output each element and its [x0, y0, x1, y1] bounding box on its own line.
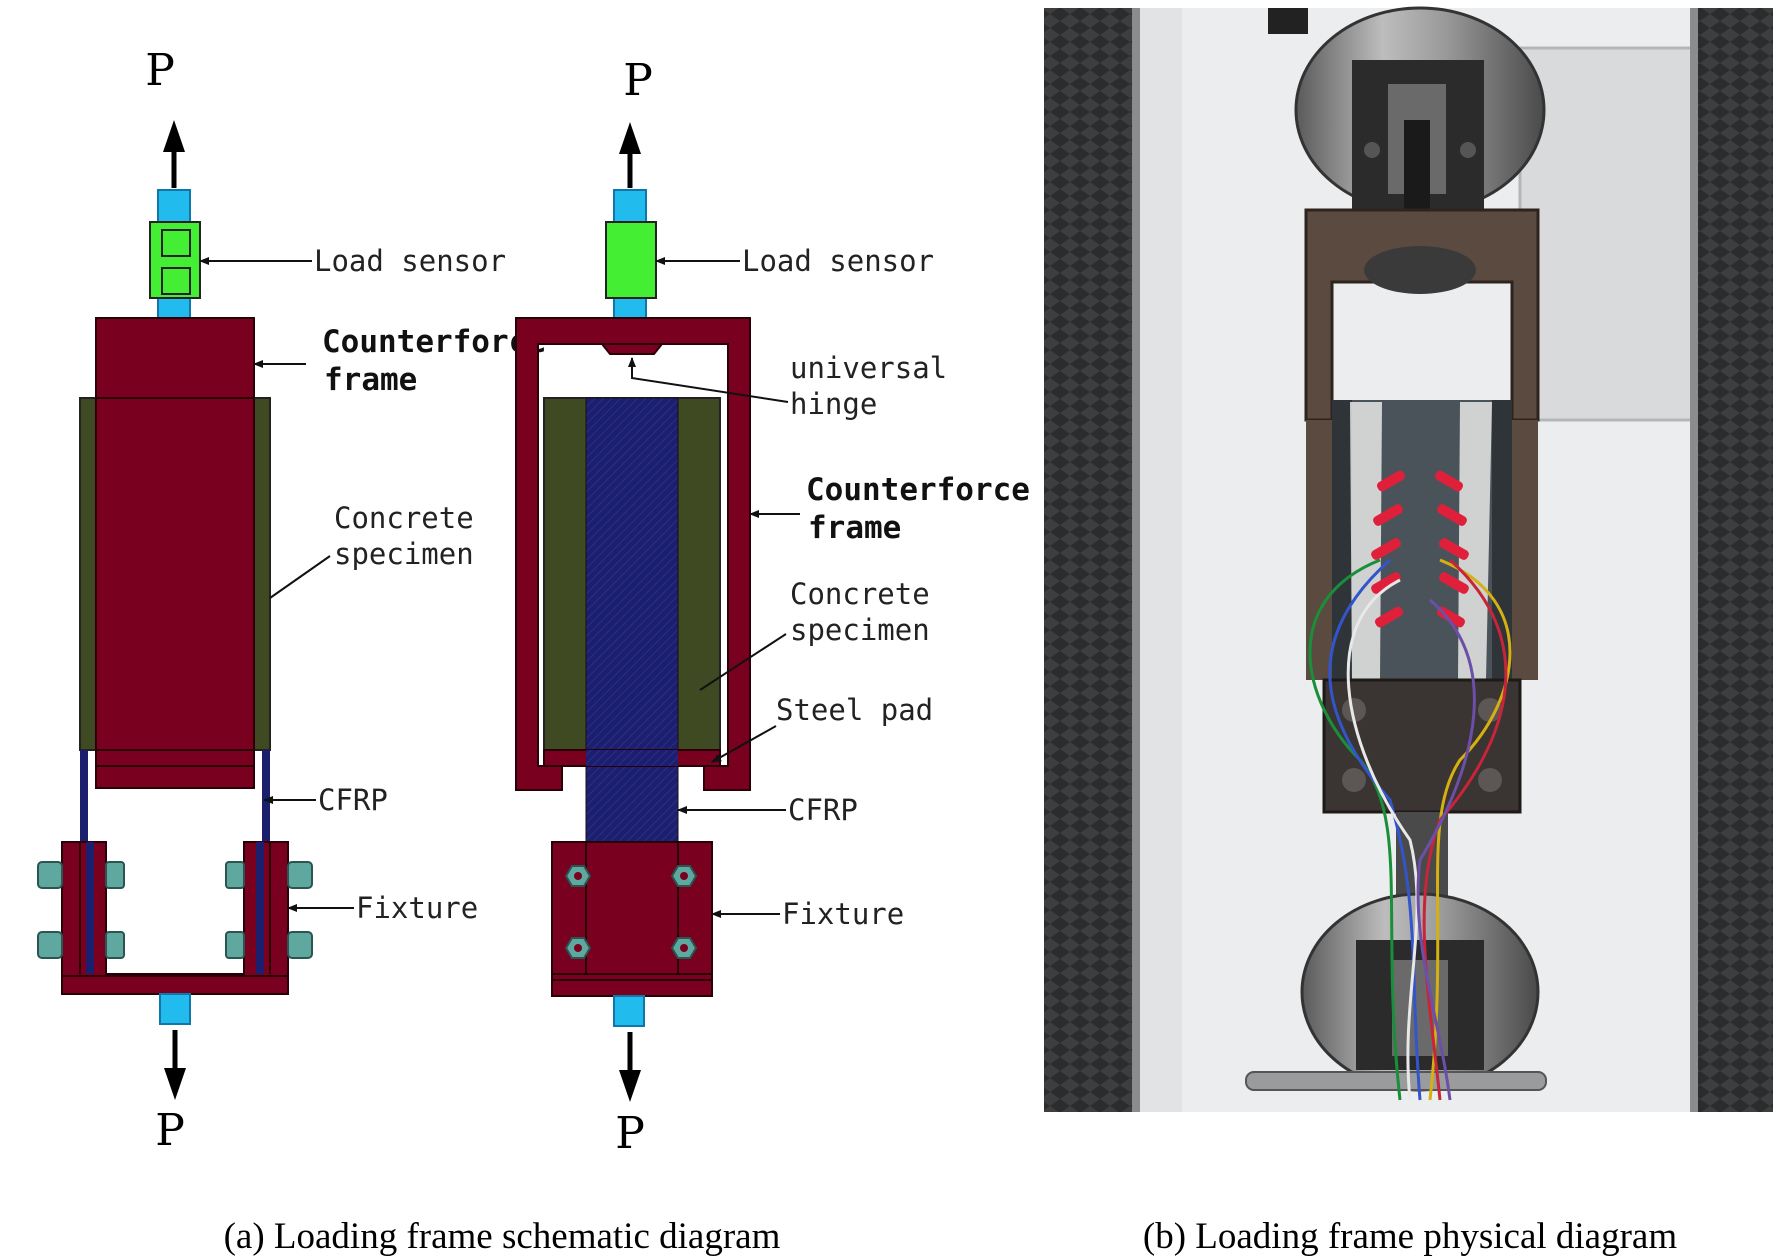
- load-p-bottom-a: P: [155, 1105, 185, 1156]
- machine-column-left: [1044, 8, 1132, 1112]
- arrow-up-b: [619, 122, 641, 188]
- label-counterforce-b-2: frame: [808, 510, 901, 546]
- label-concrete-a-2: specimen: [334, 537, 474, 571]
- label-hinge-b-1: universal: [790, 351, 947, 385]
- label-cfrp-a: CFRP: [318, 783, 388, 817]
- load-p-top-b: P: [623, 55, 653, 106]
- arrow-down-a: [164, 1030, 186, 1100]
- label-counterforce-a-1: Counterforce: [322, 324, 546, 360]
- rod-bottom-b: [613, 995, 645, 1027]
- label-cfrp-b: CFRP: [788, 793, 858, 827]
- load-sensor-a: [149, 221, 201, 299]
- panel-a-schematic: P: [37, 45, 546, 1156]
- load-p-top-a: P: [145, 45, 175, 96]
- label-load-sensor-a: Load sensor: [314, 244, 506, 278]
- caption-a: (a) Loading frame schematic diagram: [224, 1216, 781, 1257]
- label-counterforce-b-1: Counterforce: [806, 472, 1030, 508]
- lead-wires: [1308, 558, 1512, 1101]
- arrow-down-b: [619, 1032, 641, 1102]
- label-steel-pad-b: Steel pad: [776, 693, 933, 727]
- load-sensor-b: [605, 221, 657, 299]
- arrow-up-a: [163, 120, 185, 188]
- panel-b-schematic: P: [515, 55, 1030, 1159]
- label-hinge-b-2: hinge: [790, 387, 877, 421]
- universal-hinge-b: [599, 343, 665, 355]
- label-counterforce-a-2: frame: [324, 362, 417, 398]
- rod-bottom-a: [159, 993, 191, 1025]
- label-fixture-a: Fixture: [356, 891, 478, 925]
- counterforce-frame-a: [95, 317, 255, 399]
- machine-column-right: [1698, 8, 1773, 1112]
- label-load-sensor-b: Load sensor: [742, 244, 934, 278]
- label-concrete-a-1: Concrete: [334, 501, 474, 535]
- fixture-a: [61, 841, 289, 995]
- counterforce-frame-b: [515, 317, 751, 791]
- cfrp-band-b: [585, 397, 679, 845]
- bolt-group-a: [37, 861, 313, 959]
- label-concrete-b-2: specimen: [790, 613, 930, 647]
- label-fixture-b: Fixture: [782, 897, 904, 931]
- caption-b: (b) Loading frame physical diagram: [1143, 1216, 1677, 1257]
- physical-photo: [1044, 6, 1773, 1112]
- strain-gauges: [1371, 470, 1469, 628]
- load-p-bottom-b: P: [615, 1108, 645, 1159]
- label-concrete-b-1: Concrete: [790, 577, 930, 611]
